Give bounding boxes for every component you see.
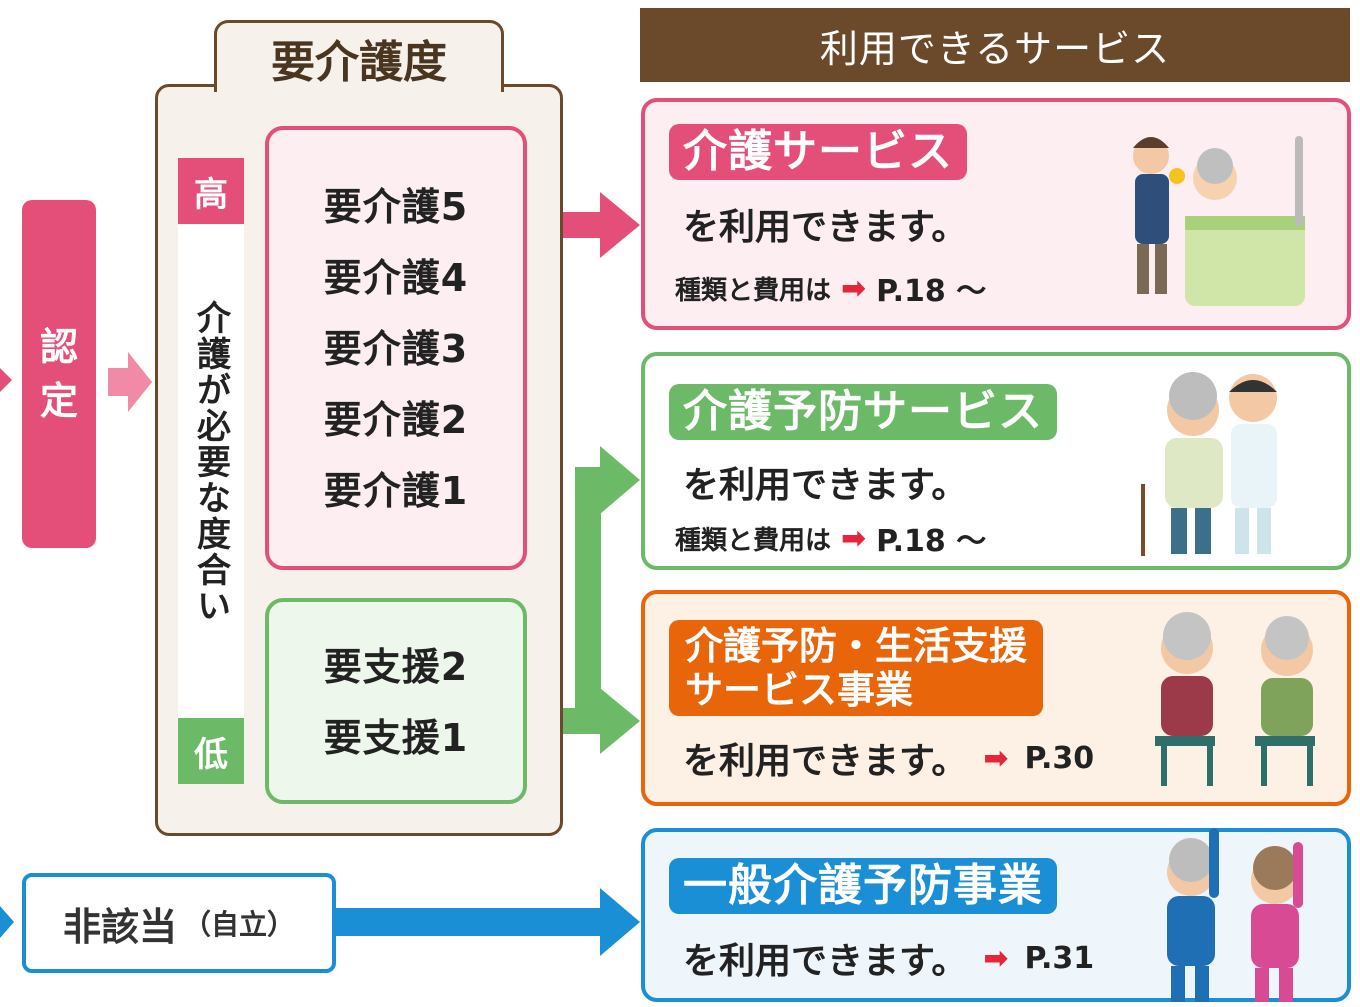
yobo-fee: 種類と費用は ➡ P.18 ～ xyxy=(675,516,986,560)
seikatsu-badge-line2: サービス事業 xyxy=(685,668,914,712)
kaigo-page-link[interactable]: P.18 ～ xyxy=(876,274,987,309)
seikatsu-badge: 介護予防・生活支援 サービス事業 xyxy=(669,620,1044,716)
yobo-desc: を利用できます。 xyxy=(683,465,968,506)
nintei-char-2: 定 xyxy=(39,379,78,423)
right-arrow-icon: ➡ xyxy=(983,740,1009,776)
ippan-badge: 一般介護予防事業 xyxy=(669,858,1057,914)
ippan-page-link[interactable]: P.31 xyxy=(1024,940,1095,976)
hihaito-to-ippan-arrow xyxy=(336,888,640,956)
bathing-care-illustration-icon xyxy=(1133,136,1305,306)
right-arrow-icon: ➡ xyxy=(841,270,867,306)
support-to-yobo-arrow xyxy=(575,446,640,514)
hihaito-label: 非該当 xyxy=(62,904,177,949)
seikatsu-desc: を利用できます。 xyxy=(683,741,968,782)
ippan-desc: を利用できます。 xyxy=(683,941,968,982)
care-level: 要介護4 xyxy=(323,256,469,300)
left-edge-blue-arrow-icon xyxy=(0,906,14,938)
card-ippan: 一般介護予防事業 を利用できます。 ➡ P.31 xyxy=(641,828,1351,1002)
kaigo-fee: 種類と費用は ➡ P.18 ～ xyxy=(675,266,986,310)
support-level: 要支援2 xyxy=(323,645,469,689)
card-seikatsu: 介護予防・生活支援 サービス事業 を利用できます。 ➡ P.30 xyxy=(641,590,1351,806)
nintei-box: 認 定 xyxy=(22,200,96,548)
nintei-char-1: 認 xyxy=(39,325,78,369)
walking-assist-illustration-icon xyxy=(1141,372,1277,556)
services-header: 利用できるサービス xyxy=(640,8,1350,82)
scale-bar xyxy=(178,160,244,780)
kaigo-fee-label: 種類と費用は xyxy=(675,275,832,306)
stretching-illustration-icon xyxy=(1167,828,1303,1002)
scale-label: 介護が必要な度合い xyxy=(190,300,231,624)
yokaigo-title: 要介護度 xyxy=(214,20,504,92)
support-to-seikatsu-arrow xyxy=(575,688,640,754)
exercise-seated-illustration-icon xyxy=(1155,612,1315,786)
care-level: 要介護5 xyxy=(323,185,469,229)
right-arrow-icon: ➡ xyxy=(841,520,867,556)
scale-high: 高 xyxy=(178,158,244,224)
support-arrow-vertical xyxy=(575,467,601,734)
right-arrow-icon: ➡ xyxy=(983,940,1009,976)
support-levels-box: 要支援2 要支援1 xyxy=(265,598,527,804)
care-to-service-arrow xyxy=(527,192,640,258)
yobo-badge: 介護予防サービス xyxy=(669,384,1057,440)
kaigo-badge: 介護サービス xyxy=(669,124,967,180)
yobo-fee-label: 種類と費用は xyxy=(675,525,832,556)
care-level: 要介護3 xyxy=(323,327,469,371)
care-level: 要介護1 xyxy=(323,469,469,513)
card-yobo: 介護予防サービス を利用できます。 種類と費用は ➡ P.18 ～ xyxy=(641,352,1351,570)
ippan-row: を利用できます。 ➡ P.31 xyxy=(683,932,1094,984)
nintei-to-level-arrow xyxy=(108,352,152,412)
care-level: 要介護2 xyxy=(323,398,469,442)
care-levels-box: 要介護5 要介護4 要介護3 要介護2 要介護1 xyxy=(265,126,527,570)
left-edge-arrow-icon xyxy=(0,368,12,392)
card-kaigo: 介護サービス を利用できます。 種類と費用は ➡ P.18 ～ xyxy=(641,98,1351,330)
scale-low: 低 xyxy=(178,718,244,784)
kaigo-desc: を利用できます。 xyxy=(683,207,968,248)
hihaito-sub: （自立） xyxy=(183,908,296,941)
support-level: 要支援1 xyxy=(323,716,469,760)
seikatsu-page-link[interactable]: P.30 xyxy=(1024,740,1095,776)
seikatsu-badge-line1: 介護予防・生活支援 xyxy=(685,624,1028,668)
seikatsu-row: を利用できます。 ➡ P.30 xyxy=(683,732,1094,784)
yobo-page-link[interactable]: P.18 ～ xyxy=(876,524,987,559)
hihaito-box: 非該当 （自立） xyxy=(22,873,336,973)
